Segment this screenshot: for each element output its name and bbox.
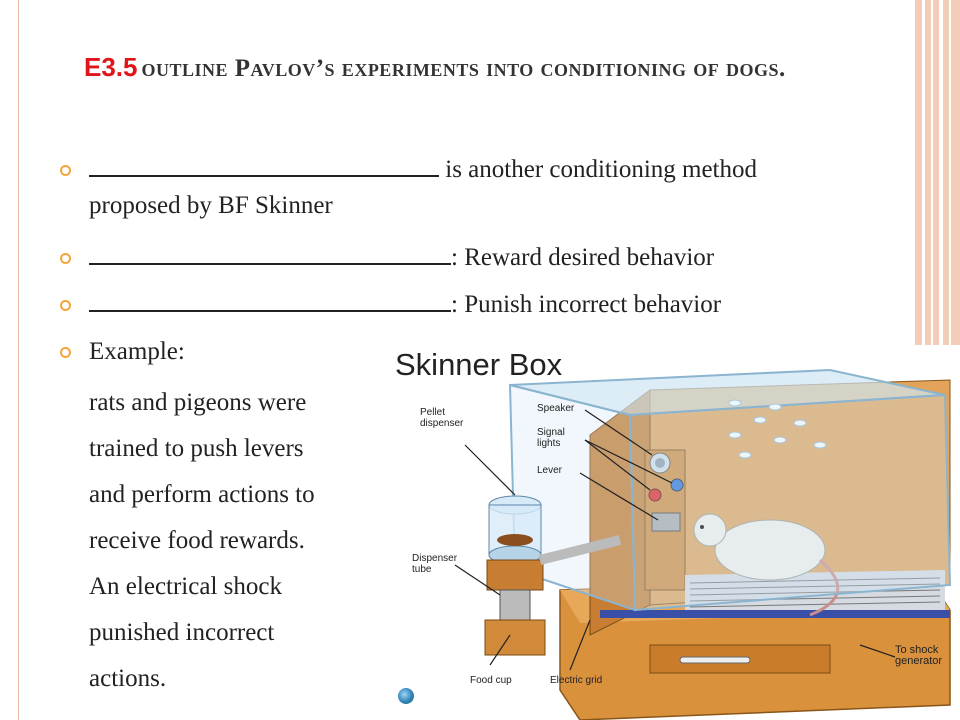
fill-blank [89,310,451,312]
label-lever: Lever [537,465,563,476]
example-line: An electrical shock [89,573,282,600]
label-signal-lights: Signal lights [537,427,565,449]
title-code: E3.5 [84,52,138,82]
bullet-icon [60,347,71,358]
bullet-item: is another conditioning method proposed … [60,152,900,240]
bullet-icon [60,165,71,176]
label-speaker: Speaker [537,403,575,414]
example-line: receive food rewards. [89,527,305,554]
bullet-icon [60,253,71,264]
slide-title: E3.5 outline Pavlov’s experiments into c… [84,44,844,95]
bullet-text: : Punish incorrect behavior [451,291,722,318]
example-line: rats and pigeons were [89,389,307,416]
label-food-cup: Food cup [470,675,512,686]
skinner-box-figure: Skinner Box [390,345,960,720]
label-electric-grid: Electric grid [550,675,603,686]
bullet-item: : Reward desired behavior [60,240,900,287]
globe-icon [398,688,414,704]
skinner-box-illustration [454,368,952,720]
label-dispenser-tube: Dispenser tube [412,553,458,575]
bullet-text: is another conditioning method [439,156,758,183]
label-pellet-dispenser: Pellet dispenser [420,407,464,429]
bullet-item: : Punish incorrect behavior [60,287,900,334]
left-border-line [18,0,19,720]
bullet-list: is another conditioning method proposed … [60,152,900,702]
figure-title: Skinner Box [395,347,563,382]
title-text: outline Pavlov’s experiments into condit… [141,55,786,82]
fill-blank [89,263,451,265]
label-shock-generator: To shock generator [895,644,943,667]
example-line: and perform actions to [89,481,315,508]
bullet-icon [60,300,71,311]
bullet-text: : Reward desired behavior [451,244,715,271]
bullet-text-cont: proposed by BF Skinner [89,192,333,219]
bullet-item: Example: [60,334,900,380]
fill-blank [89,175,439,177]
example-line: punished incorrect [89,619,275,646]
example-line: actions. [89,665,167,692]
example-line: trained to push levers [89,435,304,462]
bullet-text: Example: [89,338,185,365]
